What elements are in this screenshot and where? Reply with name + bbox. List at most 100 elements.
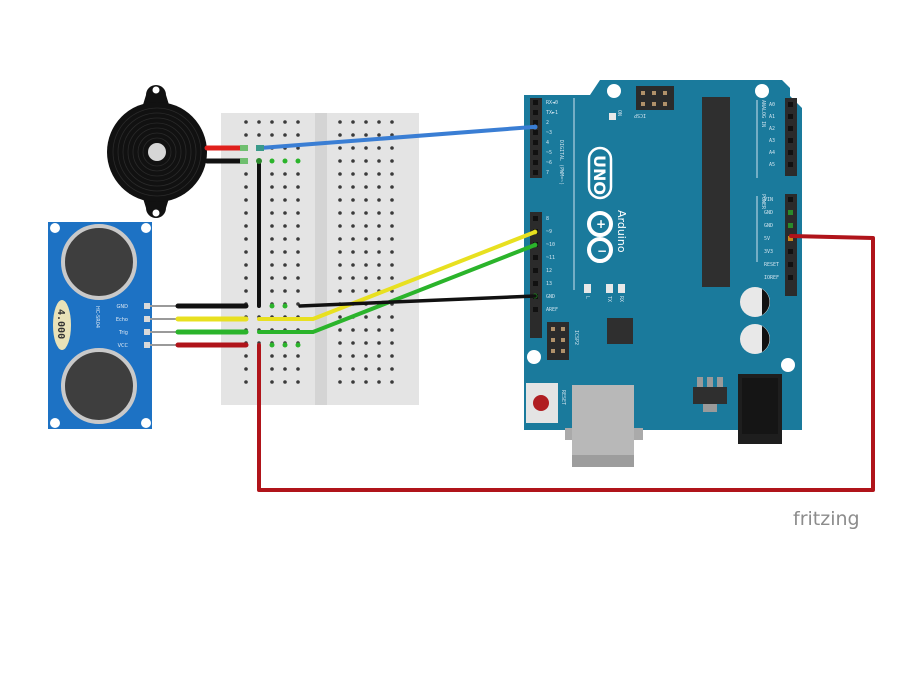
breadboard-hole[interactable] (390, 198, 394, 202)
breadboard-hole[interactable] (351, 211, 355, 215)
breadboard-hole[interactable] (244, 172, 248, 176)
breadboard-hole[interactable] (296, 250, 300, 254)
header-pin[interactable] (788, 126, 793, 131)
breadboard-hole[interactable] (377, 354, 381, 358)
breadboard-hole[interactable] (390, 185, 394, 189)
breadboard-hole[interactable] (270, 224, 274, 228)
breadboard-hole[interactable] (338, 172, 342, 176)
reset-button[interactable] (526, 383, 558, 423)
breadboard-hole[interactable] (296, 276, 300, 280)
header-pin[interactable] (533, 268, 538, 273)
breadboard-hole[interactable] (338, 367, 342, 371)
wire-gnd-to-arduino[interactable] (298, 294, 537, 308)
breadboard-hole[interactable] (296, 380, 300, 384)
breadboard-hole[interactable] (283, 133, 287, 137)
sensor-pin[interactable] (144, 329, 150, 335)
breadboard-hole[interactable] (390, 367, 394, 371)
header-pin[interactable] (533, 140, 538, 145)
breadboard-hole[interactable] (283, 380, 287, 384)
breadboard-hole[interactable] (351, 341, 355, 345)
breadboard-hole[interactable] (390, 263, 394, 267)
breadboard-hole[interactable] (296, 263, 300, 267)
breadboard-hole[interactable] (270, 133, 274, 137)
breadboard-hole[interactable] (283, 237, 287, 241)
breadboard-hole[interactable] (390, 172, 394, 176)
header-pin[interactable] (533, 160, 538, 165)
breadboard-hole[interactable] (364, 250, 368, 254)
breadboard-hole[interactable] (244, 276, 248, 280)
breadboard-hole[interactable] (377, 263, 381, 267)
breadboard-hole[interactable] (296, 211, 300, 215)
breadboard-hole[interactable] (390, 211, 394, 215)
sensor-pin[interactable] (144, 342, 150, 348)
header-pin[interactable] (788, 114, 793, 119)
breadboard-hole[interactable] (390, 354, 394, 358)
header-pin[interactable] (788, 162, 793, 167)
header-pin[interactable] (533, 130, 538, 135)
header-pin[interactable] (533, 216, 538, 221)
breadboard-hole[interactable] (244, 133, 248, 137)
breadboard-hole[interactable] (270, 172, 274, 176)
breadboard-hole[interactable] (283, 263, 287, 267)
breadboard-hole[interactable] (244, 120, 248, 124)
breadboard-hole[interactable] (377, 367, 381, 371)
breadboard-hole[interactable] (377, 211, 381, 215)
breadboard-hole[interactable] (351, 328, 355, 332)
breadboard-hole[interactable] (244, 198, 248, 202)
header-pin[interactable] (533, 100, 538, 105)
header-pin[interactable] (533, 170, 538, 175)
breadboard-hole[interactable] (296, 172, 300, 176)
breadboard-hole[interactable] (377, 172, 381, 176)
header-pin[interactable] (788, 150, 793, 155)
breadboard-hole[interactable] (244, 185, 248, 189)
breadboard-hole[interactable] (338, 250, 342, 254)
breadboard-hole[interactable] (351, 159, 355, 163)
breadboard-hole[interactable] (296, 354, 300, 358)
breadboard-hole[interactable] (351, 185, 355, 189)
wire-buzzer-signal[interactable] (258, 125, 535, 150)
breadboard-hole[interactable] (377, 185, 381, 189)
breadboard-hole[interactable] (338, 120, 342, 124)
breadboard-hole[interactable] (283, 224, 287, 228)
breadboard-hole[interactable] (244, 211, 248, 215)
breadboard-hole[interactable] (338, 315, 342, 319)
breadboard-hole[interactable] (351, 289, 355, 293)
breadboard-hole[interactable] (283, 172, 287, 176)
breadboard-hole[interactable] (351, 198, 355, 202)
breadboard-hole[interactable] (338, 159, 342, 163)
breadboard-hole[interactable] (364, 354, 368, 358)
breadboard-hole[interactable] (338, 237, 342, 241)
breadboard-hole[interactable] (377, 133, 381, 137)
breadboard-hole[interactable] (390, 276, 394, 280)
header-pin[interactable] (533, 110, 538, 115)
breadboard-hole[interactable] (283, 354, 287, 358)
breadboard-hole[interactable] (244, 224, 248, 228)
breadboard-hole[interactable] (351, 237, 355, 241)
breadboard-hole[interactable] (270, 276, 274, 280)
breadboard-hole[interactable] (270, 367, 274, 371)
breadboard-hole[interactable] (377, 224, 381, 228)
breadboard-hole[interactable] (390, 120, 394, 124)
breadboard-hole[interactable] (338, 276, 342, 280)
wire-echo-to-arduino[interactable] (257, 230, 537, 321)
breadboard-hole[interactable] (338, 198, 342, 202)
header-pin[interactable] (533, 120, 538, 125)
wire-vcc-to-arduino[interactable] (257, 234, 875, 492)
breadboard-hole[interactable] (390, 380, 394, 384)
breadboard-hole[interactable] (338, 341, 342, 345)
breadboard-hole[interactable] (364, 120, 368, 124)
breadboard-hole[interactable] (364, 328, 368, 332)
breadboard-hole[interactable] (364, 185, 368, 189)
header-pin[interactable] (788, 102, 793, 107)
breadboard-hole[interactable] (364, 133, 368, 137)
breadboard-hole[interactable] (270, 211, 274, 215)
breadboard-hole[interactable] (377, 315, 381, 319)
breadboard-hole[interactable] (257, 133, 261, 137)
breadboard-hole[interactable] (283, 211, 287, 215)
breadboard-hole[interactable] (390, 250, 394, 254)
breadboard-hole[interactable] (377, 276, 381, 280)
header-pin[interactable] (788, 275, 793, 280)
header-pin[interactable] (533, 281, 538, 286)
breadboard-hole[interactable] (270, 237, 274, 241)
header-pin[interactable] (533, 255, 538, 260)
